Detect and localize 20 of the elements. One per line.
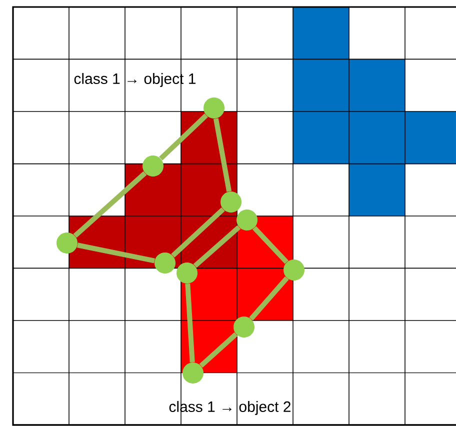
outline-segment xyxy=(193,225,241,268)
vertex-dot xyxy=(176,262,198,284)
vertex-dot xyxy=(182,362,204,384)
outline-segment xyxy=(249,276,289,321)
vertex-dot xyxy=(236,210,258,230)
vertex-dot xyxy=(154,252,176,274)
vertex-dot xyxy=(284,260,304,280)
vertex-dot xyxy=(142,156,164,176)
outline-segment xyxy=(213,118,232,192)
vertex-dot xyxy=(204,98,224,118)
outline-segment xyxy=(171,207,225,258)
outline-segment xyxy=(199,332,238,368)
outline-segment xyxy=(185,284,195,362)
vertex-dot xyxy=(234,316,254,338)
vertex-dot xyxy=(220,192,242,212)
outline-segment xyxy=(77,242,156,264)
outline-segment xyxy=(159,114,208,160)
vertex-dot xyxy=(56,232,78,254)
outline-segment xyxy=(73,171,147,238)
outline-segment xyxy=(252,226,288,264)
